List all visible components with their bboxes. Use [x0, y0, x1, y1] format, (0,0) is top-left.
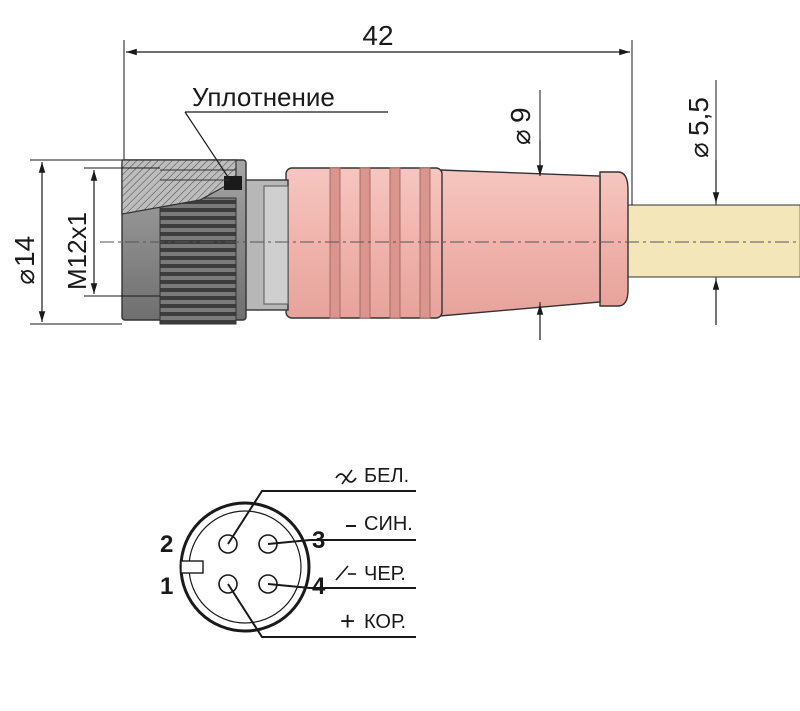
wire-label-sin: СИН.: [364, 513, 413, 535]
connector-side-view: [121, 159, 800, 325]
wire-label-black: ЧЕР.: [335, 563, 406, 585]
body-dia-text: 9: [505, 107, 536, 123]
cable: [627, 204, 800, 278]
seal-callout: Уплотнение: [184, 82, 388, 181]
cable-gland-tip: [599, 171, 629, 307]
wire-pin3: [267, 539, 416, 545]
wire-pin4: [267, 583, 416, 589]
pin-number-1: 1: [160, 573, 173, 600]
length-dimension: 42: [123, 20, 633, 205]
dia-symbol-9: ⌀: [506, 129, 536, 145]
switch-symbol: [335, 565, 349, 581]
wire-label-cher: ЧЕР.: [364, 563, 406, 585]
cable-diameter-dimension: ⌀ 5,5: [683, 80, 720, 325]
body-diameter-dimension: ⌀ 9: [505, 90, 544, 340]
nut-diameter-dimension: ⌀ 14: [9, 159, 122, 325]
wire-label-brown: + КОР.: [340, 606, 406, 636]
grip-ribs: [329, 167, 431, 319]
pin-number-3: 3: [312, 527, 325, 554]
thread-dimension: M12x1: [62, 167, 160, 297]
wire-label-kor: КОР.: [364, 611, 406, 633]
wire-label-white: БЕЛ.: [335, 465, 409, 487]
pin-number-2: 2: [160, 531, 173, 558]
wire-pin1: [227, 583, 416, 638]
nut-knurling: [159, 197, 237, 325]
seal-label: Уплотнение: [192, 82, 335, 112]
boot-taper: [439, 169, 601, 317]
seal-ring: [224, 176, 242, 190]
cable-dia-text: 5,5: [683, 97, 714, 136]
dia-symbol: ⌀: [10, 269, 40, 285]
nut-dia-text: 14: [9, 236, 40, 267]
key-notch: [180, 560, 204, 574]
wire-pin2: [227, 490, 416, 545]
wire-label-bel: БЕЛ.: [364, 465, 409, 487]
pinout-face-view: 2 1 3 4 БЕЛ. СИН. ЧЕР. + КОР.: [160, 465, 416, 638]
wire-label-blue: СИН.: [346, 513, 413, 535]
thread-text: M12x1: [62, 212, 92, 290]
plus-symbol: +: [340, 606, 355, 636]
pin-number-4: 4: [312, 573, 326, 600]
dia-symbol-55: ⌀: [684, 142, 714, 158]
length-dim-text: 42: [362, 20, 393, 51]
